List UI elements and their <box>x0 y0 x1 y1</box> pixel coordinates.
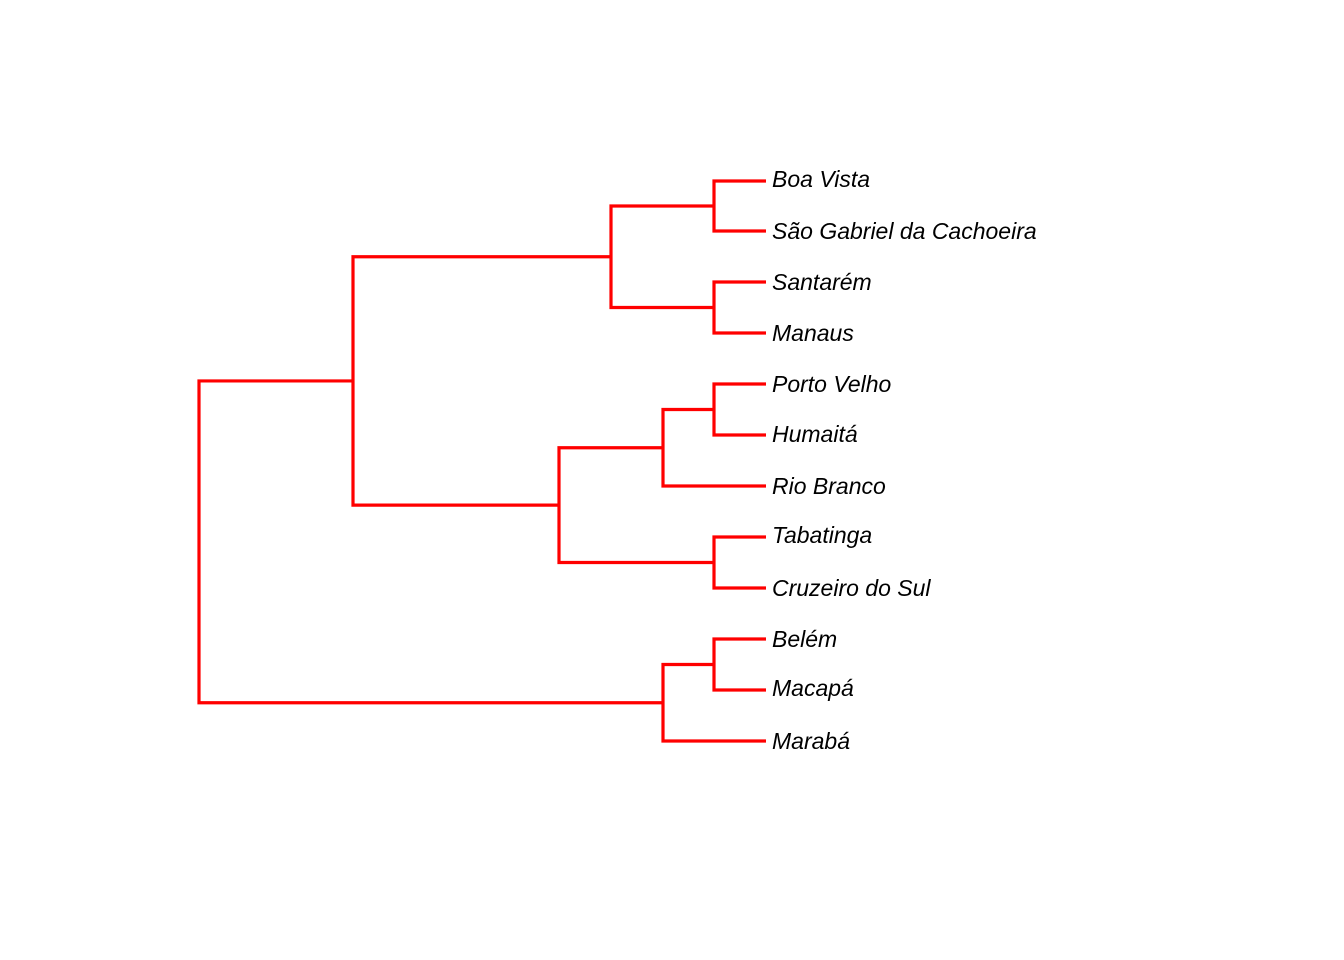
dendrogram-branch-boa-belem <box>197 379 663 705</box>
dendrogram-branch-porto-humaita <box>712 382 766 437</box>
leaf-label-tabatinga: Tabatinga <box>772 522 872 548</box>
leaf-label-cruzeiro-do-sul: Cruzeiro do Sul <box>772 575 931 601</box>
leaf-label-rio-branco: Rio Branco <box>772 473 886 499</box>
leaf-label-sao-gabriel-da-cachoeira: São Gabriel da Cachoeira <box>772 218 1037 244</box>
dendrogram-branches <box>197 179 766 743</box>
leaf-label-belem: Belém <box>772 626 837 652</box>
dendrogram-branch-porto-tabatinga <box>557 446 714 565</box>
dendrogram-branch-boa-santarem <box>609 204 714 310</box>
leaf-labels: Boa Vista São Gabriel da Cachoeira Santa… <box>772 166 1037 754</box>
dendrogram-branch-boa-porto <box>351 255 611 507</box>
dendrogram-branch-boa-sao <box>712 179 766 233</box>
dendrogram-branch-belem-macapa <box>712 637 766 692</box>
leaf-label-macapa: Macapá <box>772 675 854 701</box>
leaf-label-maraba: Marabá <box>772 728 850 754</box>
leaf-label-boa-vista: Boa Vista <box>772 166 870 192</box>
dendrogram-branch-santarem-manaus <box>712 280 766 335</box>
leaf-label-manaus: Manaus <box>772 320 854 346</box>
leaf-label-porto-velho: Porto Velho <box>772 371 892 397</box>
leaf-label-santarem: Santarém <box>772 269 872 295</box>
dendrogram-branch-tabatinga-cruzeiro <box>712 535 766 590</box>
leaf-label-humaita: Humaitá <box>772 421 858 447</box>
